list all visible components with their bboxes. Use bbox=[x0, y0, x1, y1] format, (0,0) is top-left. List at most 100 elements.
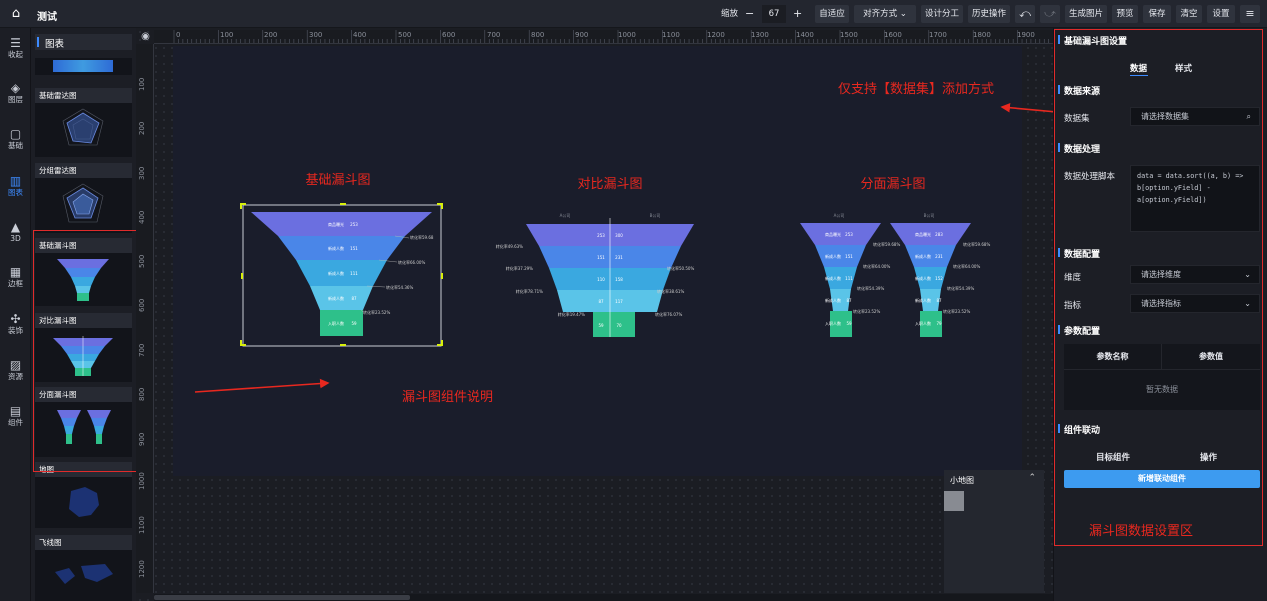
ruler-label: 500 bbox=[398, 31, 412, 39]
horizontal-scrollbar[interactable] bbox=[154, 594, 1053, 601]
redo-icon[interactable]: ⤻ bbox=[1040, 5, 1060, 23]
value-a: 253 bbox=[597, 233, 605, 238]
decoration-label: 装饰 bbox=[8, 326, 23, 335]
minimap[interactable]: 小地图 ⌃ bbox=[944, 470, 1044, 593]
generate-image-button[interactable]: 生成图片 bbox=[1065, 5, 1107, 23]
design-screen[interactable]: 基础漏斗图 对比漏斗图 分面漏斗图 商品曝光 253 新成人数 bbox=[173, 46, 1022, 476]
scrollbar-thumb[interactable] bbox=[154, 595, 410, 600]
value-b: 231 bbox=[615, 255, 623, 260]
fit-button[interactable]: 自适应 bbox=[815, 5, 849, 23]
zoom-in-button[interactable]: + bbox=[793, 7, 803, 20]
decoration-item[interactable]: ✣装饰 bbox=[0, 312, 31, 336]
facet-stage-label: 新成人数 bbox=[825, 275, 841, 281]
basic-item[interactable]: ▢基础 bbox=[0, 127, 31, 151]
ruler-label: 1500 bbox=[840, 31, 858, 39]
radar-thumbnail bbox=[62, 108, 104, 146]
left-icon-bar: ☰收起 ◈图层 ▢基础 ▥图表 ▲3D ▦边框 ✣装饰 ▨资源 ▤组件 bbox=[0, 28, 31, 601]
3d-item[interactable]: ▲3D bbox=[0, 220, 31, 244]
chart-card-group-radar[interactable]: 分组雷达图 bbox=[35, 163, 132, 233]
ruler-ticks bbox=[173, 30, 1049, 43]
facet-a-value: 59 bbox=[846, 321, 852, 326]
conversion-rate-a: 转化率78.71% bbox=[516, 288, 543, 294]
chevron-up-icon[interactable]: ⌃ bbox=[1028, 473, 1036, 483]
save-button[interactable]: 保存 bbox=[1143, 5, 1171, 23]
dataset-placeholder: 请选择数据集 bbox=[1141, 112, 1189, 121]
dataset-select[interactable]: 请选择数据集 ⌕ bbox=[1130, 107, 1260, 126]
components-item[interactable]: ▤组件 bbox=[0, 404, 31, 428]
settings-button[interactable]: 设置 bbox=[1207, 5, 1235, 23]
border-item[interactable]: ▦边框 bbox=[0, 265, 31, 289]
history-button[interactable]: 历史操作 bbox=[968, 5, 1010, 23]
conversion-rate-a: 转化率49.63% bbox=[496, 243, 523, 249]
search-icon[interactable]: ⌕ bbox=[1246, 112, 1251, 121]
ruler-vertical: 100 200 300 400 500 600 700 800 900 1000… bbox=[136, 44, 154, 593]
conversion-rate: 转化率23.52% bbox=[363, 309, 390, 315]
preview-button[interactable]: 预览 bbox=[1112, 5, 1138, 23]
ruler-label: 1000 bbox=[618, 31, 636, 39]
resources-item[interactable]: ▨资源 bbox=[0, 358, 31, 382]
dimension-label: 维度 bbox=[1064, 273, 1082, 283]
eye-icon[interactable]: ◉ bbox=[141, 31, 150, 42]
home-icon[interactable]: ⌂ bbox=[11, 6, 21, 21]
value-b: 70 bbox=[616, 323, 622, 328]
action-column: 操作 bbox=[1200, 453, 1218, 463]
settings-title: 基础漏斗图设置 bbox=[1057, 34, 1127, 47]
layers-label: 图层 bbox=[8, 95, 23, 104]
facet-b-value: 283 bbox=[935, 232, 943, 237]
settings-area-highlight bbox=[1054, 29, 1263, 546]
chart-card-partial[interactable] bbox=[35, 58, 132, 75]
collapse-icon: ☰ bbox=[10, 36, 21, 50]
facet-stage-label: 商品曝光 bbox=[825, 231, 841, 237]
stage-label: 入职人数 bbox=[328, 320, 344, 326]
facet-b-value: 87 bbox=[936, 298, 942, 303]
collapse-item[interactable]: ☰收起 bbox=[0, 36, 31, 60]
layers-item[interactable]: ◈图层 bbox=[0, 81, 31, 105]
align-dropdown[interactable]: 对齐方式 ⌄ bbox=[854, 5, 916, 23]
resources-label: 资源 bbox=[8, 372, 23, 381]
chart-card-map[interactable]: 地图 bbox=[35, 462, 132, 528]
conversion-rate-b: 转化率76.07% bbox=[655, 311, 682, 317]
basic-funnel-chart[interactable]: 商品曝光 253 新成人数 151 新成人数 111 新成人数 87 入职人数 … bbox=[240, 203, 443, 347]
charts-item[interactable]: ▥图表 bbox=[0, 174, 31, 198]
value-a: 151 bbox=[597, 255, 605, 260]
chart-icon: ▥ bbox=[9, 174, 22, 188]
script-editor[interactable]: data = data.sort((a, b) => b[option.yFie… bbox=[1130, 165, 1260, 232]
stage-label: 商品曝光 bbox=[328, 221, 344, 227]
compare-funnel-chart[interactable]: A公司 B公司 253 300 151 231 110 158 87 117 5… bbox=[496, 213, 695, 337]
chart-card-basic-funnel[interactable]: 基础漏斗图 bbox=[35, 238, 132, 306]
facet-conversion-rate: 转化率59.68% bbox=[963, 241, 990, 247]
dimension-select[interactable]: 请选择维度 ⌄ bbox=[1130, 265, 1260, 284]
facet-b-value: 231 bbox=[935, 254, 943, 259]
tab-active-indicator bbox=[1130, 75, 1148, 76]
value-a: 87 bbox=[598, 299, 604, 304]
clear-button[interactable]: 清空 bbox=[1176, 5, 1202, 23]
metric-select[interactable]: 请选择指标 ⌄ bbox=[1130, 294, 1260, 313]
chart-card-basic-radar[interactable]: 基础雷达图 bbox=[35, 88, 132, 157]
value-b: 300 bbox=[615, 233, 623, 238]
chart-card-compare-funnel[interactable]: 对比漏斗图 bbox=[35, 313, 132, 382]
facet-funnel-thumbnail bbox=[57, 410, 111, 444]
minimap-viewport[interactable] bbox=[944, 491, 964, 511]
facet-funnel-chart[interactable]: A公司 B公司 商品曝光 253 新成人数 151 新成人数 111 新成人数 bbox=[800, 213, 990, 337]
stage-label: 新成人数 bbox=[328, 270, 344, 276]
undo-icon[interactable]: ⤺ bbox=[1015, 5, 1035, 23]
add-linkage-button[interactable]: 新增联动组件 bbox=[1064, 470, 1260, 488]
ruler-label: 700 bbox=[487, 31, 501, 39]
ruler-label: 400 bbox=[353, 31, 367, 39]
facet-a-value: 253 bbox=[845, 232, 853, 237]
ruler-label: 1300 bbox=[751, 31, 769, 39]
chart-card-facet-funnel[interactable]: 分面漏斗图 bbox=[35, 387, 132, 457]
tab-style[interactable]: 样式 bbox=[1175, 64, 1193, 74]
menu-icon[interactable]: ≡ bbox=[1240, 5, 1260, 23]
top-toolbar: ⌂ 测试 缩放 − 67 + 自适应 对齐方式 ⌄ 设计分工 历史操作 ⤺ ⤻ … bbox=[0, 0, 1267, 28]
chart-card-flyline[interactable]: 飞线图 bbox=[35, 535, 132, 601]
script-label: 数据处理脚本 bbox=[1064, 172, 1116, 182]
facet-a-value: 151 bbox=[845, 254, 853, 259]
zoom-value-input[interactable]: 67 bbox=[762, 5, 786, 23]
conversion-rate-b: 转化率50.50% bbox=[667, 265, 694, 271]
tab-data[interactable]: 数据 bbox=[1130, 64, 1148, 74]
zoom-out-button[interactable]: − bbox=[745, 7, 755, 20]
design-split-button[interactable]: 设计分工 bbox=[921, 5, 963, 23]
ruler-label: 1900 bbox=[1017, 31, 1035, 39]
image-icon: ▨ bbox=[9, 358, 22, 372]
